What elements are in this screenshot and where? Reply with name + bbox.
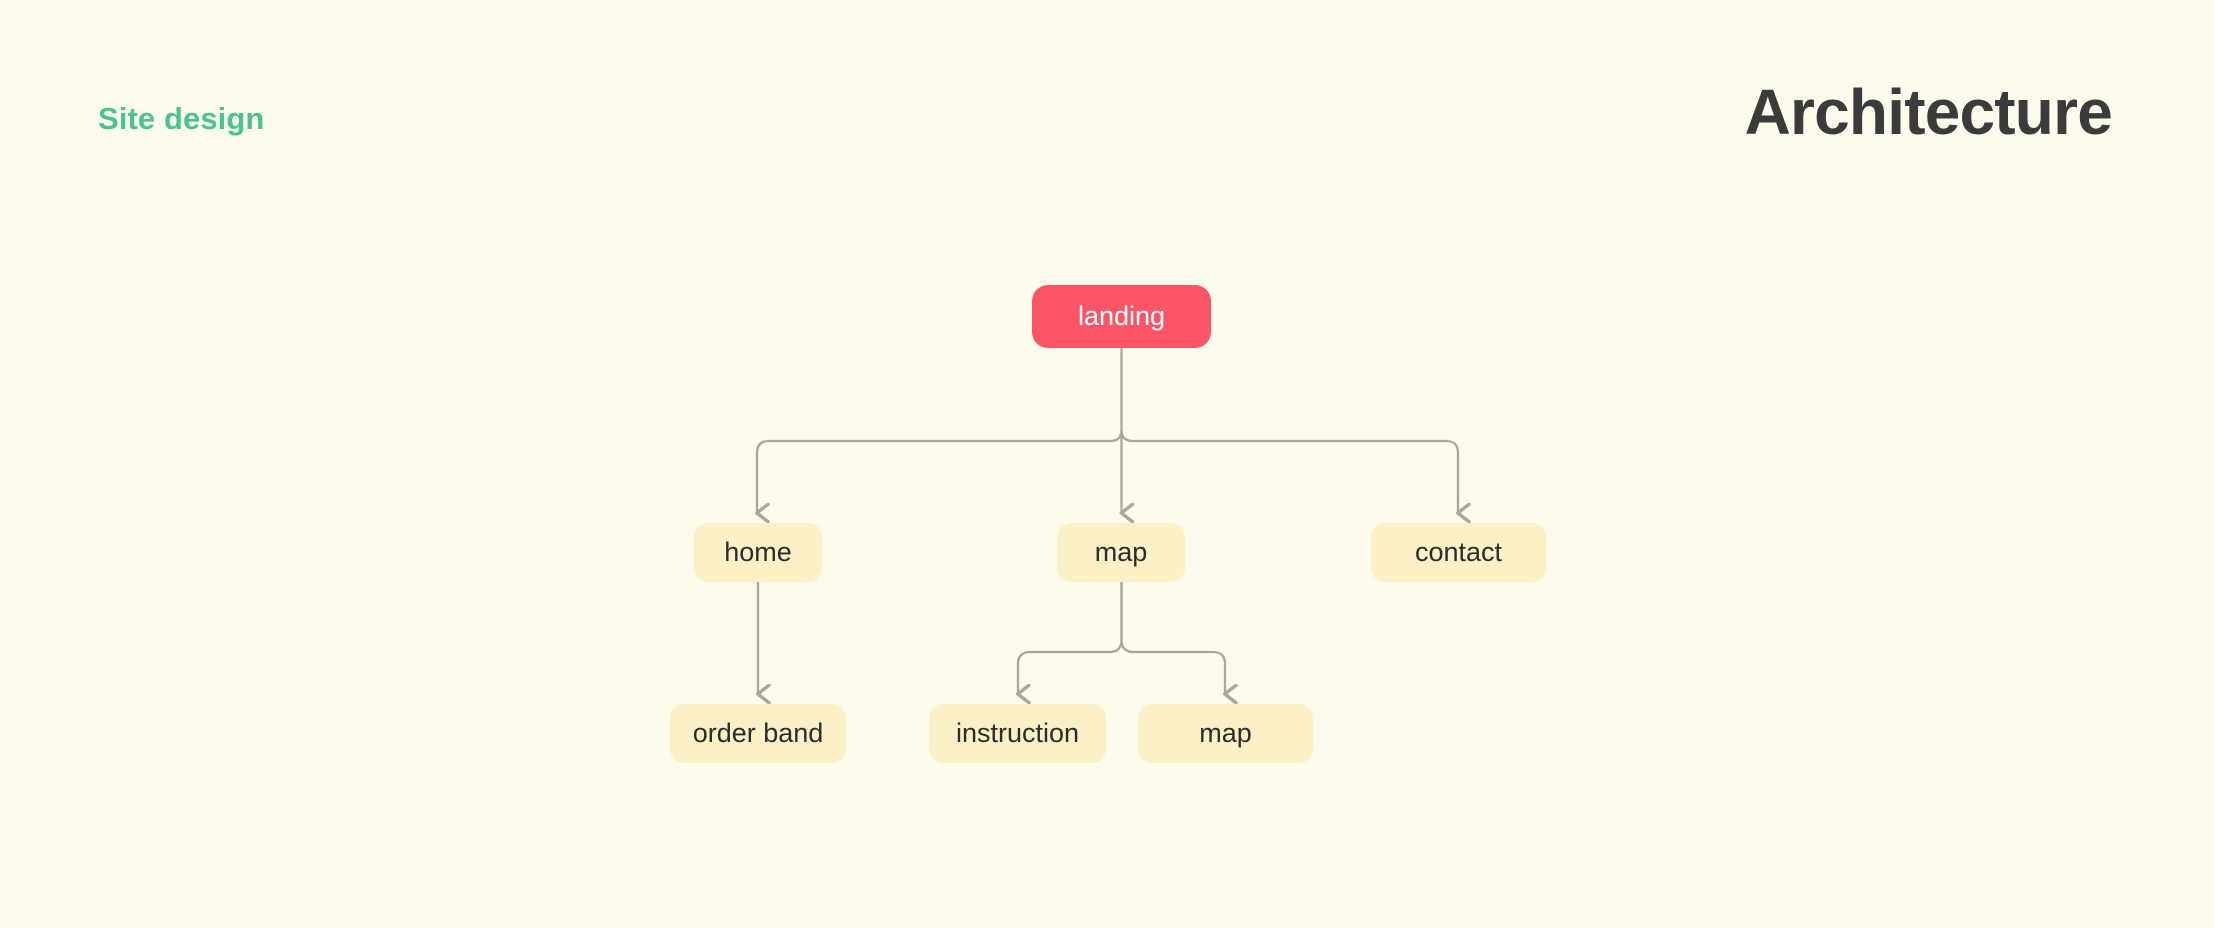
eyebrow-label: Site design: [98, 101, 265, 136]
node-home-label: home: [724, 537, 792, 567]
edge-landing-home: [757, 428, 1123, 513]
node-contact-label: contact: [1414, 537, 1503, 567]
node-order-band[interactable]: order band: [670, 704, 846, 763]
page-title: Architecture: [1744, 76, 2113, 148]
edge-landing-contact: [1120, 428, 1459, 513]
node-map-label: map: [1094, 537, 1148, 567]
node-landing[interactable]: landing: [1032, 285, 1211, 348]
node-map-child-label: map: [1199, 718, 1252, 748]
node-map[interactable]: map: [1057, 523, 1185, 582]
edge-map-instruction: [1018, 580, 1123, 694]
node-map-child[interactable]: map: [1138, 704, 1313, 763]
edge-map-mapchild: [1120, 580, 1226, 694]
node-instruction[interactable]: instruction: [929, 704, 1106, 763]
node-home[interactable]: home: [694, 523, 822, 582]
node-order-band-label: order band: [692, 718, 824, 748]
node-landing-label: landing: [1077, 301, 1166, 331]
node-contact[interactable]: contact: [1371, 523, 1546, 582]
node-instruction-label: instruction: [955, 718, 1080, 748]
